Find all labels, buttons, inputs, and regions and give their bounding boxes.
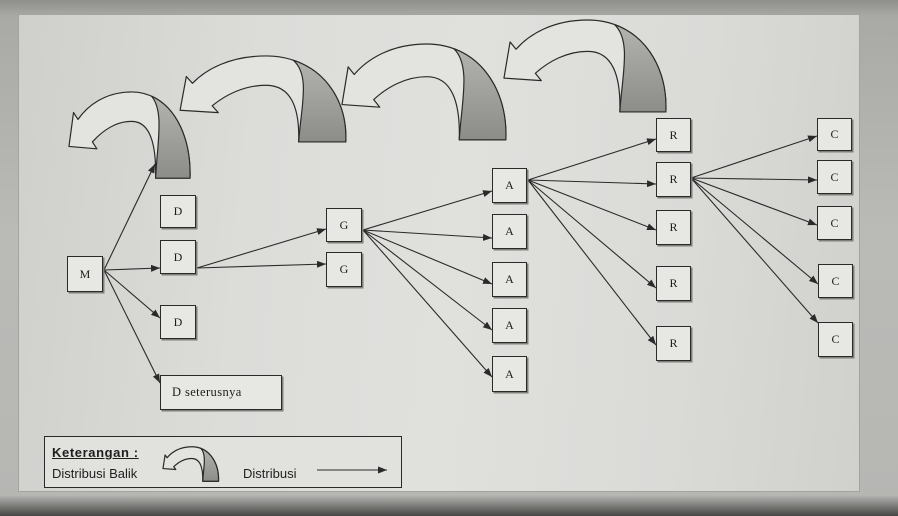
return-distribution-arrow-r-to-a [504, 20, 666, 112]
return-distribution-arrows [69, 20, 666, 178]
return-arrow-shaded-face [454, 49, 506, 140]
legend-reverse-distribution-label: Distribusi Balik [52, 466, 138, 481]
node-a-1: A [492, 168, 527, 203]
page-edge-shadow [0, 495, 898, 516]
node-r-2: R [656, 162, 691, 197]
distribution-arrow-g1-to-a5 [362, 229, 493, 378]
node-c-2: C [817, 160, 852, 194]
node-r-5: R [656, 326, 691, 361]
distribution-arrow-a1-to-r3 [527, 179, 657, 231]
legend: Keterangan : Distribusi Balik Distribusi [44, 436, 402, 488]
node-r-4: R [656, 266, 691, 301]
node-r-1: R [656, 118, 691, 152]
distribution-arrow-d2-to-g2 [196, 260, 327, 269]
return-distribution-arrow-g-to-d [180, 56, 346, 142]
distribution-arrow-r2-to-c5 [690, 177, 819, 324]
arrow-right-icon [317, 466, 387, 474]
distribution-arrow-a1-to-r1 [527, 138, 657, 181]
legend-title: Keterangan : [52, 445, 139, 460]
node-d-1: D [160, 195, 196, 228]
node-d-seterusnya: D seterusnya [160, 375, 282, 410]
distribution-arrow-r2-to-c1 [690, 135, 818, 179]
node-g-2: G [326, 252, 362, 287]
return-distribution-arrow-a-to-g [342, 44, 506, 140]
distribution-arrow-r2-to-c2 [690, 176, 818, 184]
distribution-arrow-m-to-d-seterusnya [103, 269, 161, 384]
distribution-arrow-r2-to-c3 [690, 177, 818, 226]
node-d-2: D [160, 240, 196, 274]
node-a-2: A [492, 214, 527, 249]
distribution-arrow-g1-to-a2 [362, 229, 493, 241]
distribution-arrow-g1-to-a4 [362, 229, 493, 331]
distribution-arrow-d2-to-g1 [196, 228, 327, 269]
distribution-arrow-a1-to-r2 [527, 179, 657, 188]
node-m: M [67, 256, 103, 292]
distribution-arrow-m-up [103, 163, 156, 271]
distribution-arrows [103, 135, 819, 384]
node-c-1: C [817, 118, 852, 151]
return-arrow-shaded-face [293, 60, 346, 142]
diagram-frame [18, 14, 860, 492]
node-c-3: C [817, 206, 852, 240]
return-arrow-shaded-face [615, 25, 666, 112]
distribution-arrow-r2-to-c4 [690, 177, 819, 285]
return-arrow-shaded-face [152, 96, 190, 178]
node-c-4: C [818, 264, 853, 298]
curved-return-arrow-icon [162, 446, 220, 482]
distribution-arrow-g1-to-a1 [362, 190, 493, 231]
node-a-5: A [492, 356, 527, 392]
legend-distribution-label: Distribusi [243, 466, 297, 481]
distribution-arrow-m-to-d2 [103, 264, 161, 272]
node-g-1: G [326, 208, 362, 242]
distribution-arrow-a1-to-r4 [527, 179, 657, 289]
node-r-3: R [656, 210, 691, 245]
node-a-4: A [492, 308, 527, 343]
distribution-arrow-g1-to-a3 [362, 229, 493, 285]
node-c-5: C [818, 322, 853, 357]
distribution-arrow-m-to-d3 [103, 269, 161, 319]
distribution-arrow-a1-to-r5 [527, 179, 657, 346]
return-distribution-arrow-d-to-m [69, 92, 190, 178]
node-d-3: D [160, 305, 196, 339]
node-a-3: A [492, 262, 527, 297]
